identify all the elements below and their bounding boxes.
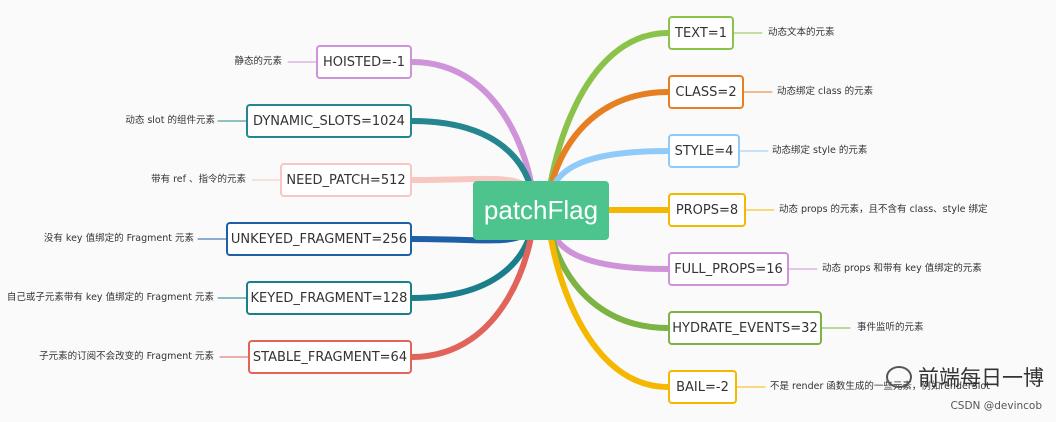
desc-keyed-fragment: 自己或子元素带有 key 值绑定的 Fragment 元素	[6, 292, 214, 303]
node-need-patch[interactable]: NEED_PATCH=512	[280, 163, 412, 197]
node-text[interactable]: TEXT=1	[668, 16, 734, 50]
watermark-text: 前端每日一博	[918, 366, 1044, 390]
node-label: DYNAMIC_SLOTS=1024	[253, 113, 405, 129]
node-label: HOISTED=-1	[322, 54, 406, 70]
node-bail[interactable]: BAIL=-2	[668, 370, 737, 404]
csdn-credit: CSDN @devincob	[950, 400, 1042, 412]
node-label: UNKEYED_FRAGMENT=256	[230, 231, 408, 247]
desc-hydrate-events: 事件监听的元素	[857, 322, 924, 333]
desc-hoisted: 静态的元素	[234, 56, 282, 67]
node-props[interactable]: PROPS=8	[668, 193, 746, 227]
node-full-props[interactable]: FULL_PROPS=16	[668, 252, 789, 286]
node-hydrate-events[interactable]: HYDRATE_EVENTS=32	[668, 311, 822, 345]
node-label: TEXT=1	[675, 25, 727, 41]
node-label: CLASS=2	[675, 84, 737, 100]
node-style[interactable]: STYLE=4	[668, 134, 740, 168]
node-label: NEED_PATCH=512	[286, 172, 406, 188]
node-label: STABLE_FRAGMENT=64	[252, 349, 408, 365]
desc-full-props: 动态 props 和带有 key 值绑定的元素	[822, 263, 982, 274]
desc-dynamic-slots: 动态 slot 的组件元素	[125, 115, 215, 126]
node-label: FULL_PROPS=16	[674, 261, 783, 277]
watermark: 前端每日一博	[886, 362, 1044, 392]
node-label: HYDRATE_EVENTS=32	[672, 320, 818, 336]
desc-style: 动态绑定 style 的元素	[772, 145, 868, 156]
node-hoisted[interactable]: HOISTED=-1	[316, 45, 412, 79]
node-label: BAIL=-2	[676, 379, 729, 395]
node-unkeyed-fragment[interactable]: UNKEYED_FRAGMENT=256	[226, 222, 412, 256]
node-label: PROPS=8	[675, 202, 739, 218]
central-topic[interactable]: patchFlag	[473, 181, 609, 240]
desc-stable-fragment: 子元素的订阅不会改变的 Fragment 元素	[39, 351, 214, 362]
node-dynamic-slots[interactable]: DYNAMIC_SLOTS=1024	[246, 104, 412, 138]
desc-text: 动态文本的元素	[768, 27, 835, 38]
wechat-icon	[886, 366, 912, 388]
node-keyed-fragment[interactable]: KEYED_FRAGMENT=128	[246, 281, 412, 315]
central-topic-label: patchFlag	[483, 195, 599, 225]
desc-bail: 不是 render 函数生成的一些元素，例如renderSlot	[770, 381, 990, 392]
node-label: STYLE=4	[674, 143, 734, 159]
node-stable-fragment[interactable]: STABLE_FRAGMENT=64	[248, 340, 412, 374]
node-class[interactable]: CLASS=2	[668, 75, 744, 109]
desc-unkeyed-fragment: 没有 key 值绑定的 Fragment 元素	[43, 233, 194, 244]
desc-need-patch: 带有 ref 、指令的元素	[151, 174, 246, 185]
desc-class: 动态绑定 class 的元素	[777, 86, 874, 97]
desc-props: 动态 props 的元素，且不含有 class、style 绑定	[779, 204, 988, 215]
node-label: KEYED_FRAGMENT=128	[250, 290, 408, 306]
